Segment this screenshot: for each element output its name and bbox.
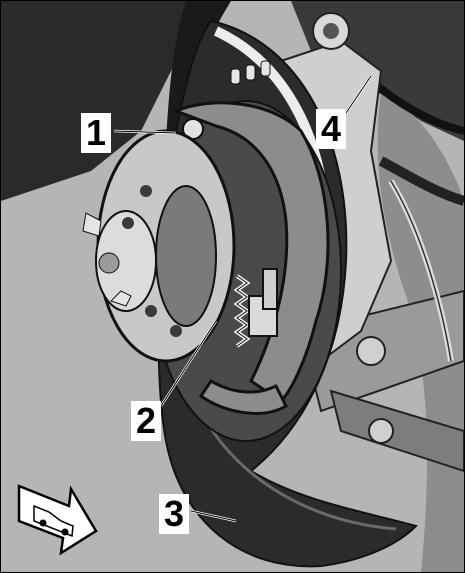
callout-label-2: 2	[131, 401, 161, 441]
parking-brake-shoe	[171, 101, 330, 415]
vehicle-direction-arrow-icon	[17, 484, 98, 556]
wheel-hub	[82, 129, 236, 363]
callout-label-3: 3	[159, 494, 189, 534]
callout-label-4: 4	[316, 109, 346, 149]
brake-spring	[233, 268, 278, 348]
callout-label-1: 1	[81, 113, 111, 153]
callout-leader-lines-outline	[113, 75, 372, 522]
